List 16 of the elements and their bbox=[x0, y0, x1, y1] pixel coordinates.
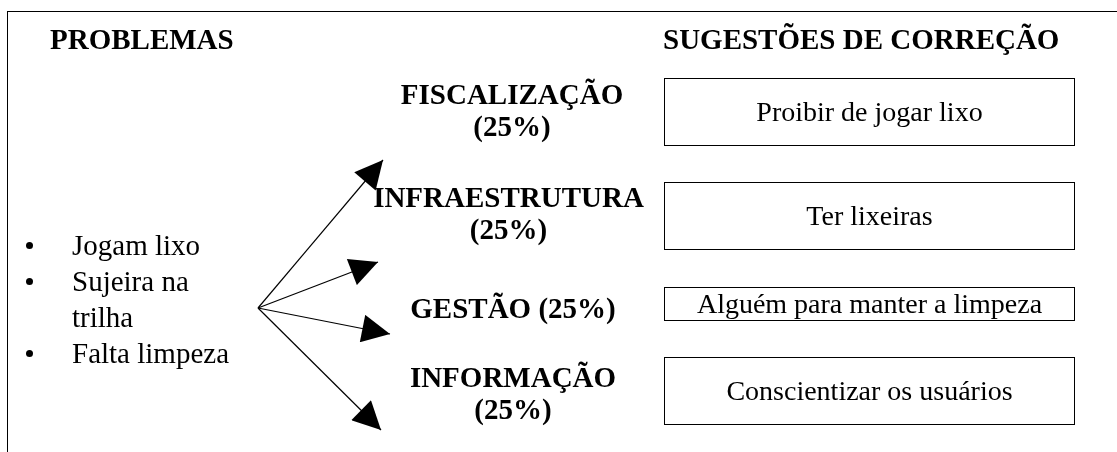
list-item: Falta limpeza bbox=[72, 336, 231, 371]
suggestion-box: Proibir de jogar lixo bbox=[664, 78, 1075, 146]
arrow bbox=[257, 258, 379, 309]
arrow bbox=[257, 307, 391, 343]
category-label: GESTÃO (25%) bbox=[372, 292, 654, 334]
list-item: Jogam lixo bbox=[72, 228, 202, 263]
suggestion-box: Conscientizar os usuários bbox=[664, 357, 1075, 425]
category-label: FISCALIZAÇÃO (25%) bbox=[372, 78, 652, 160]
list-item: Sujeira na trilha bbox=[72, 264, 190, 335]
column-heading: PROBLEMAS bbox=[50, 22, 234, 56]
suggestion-box: Alguém para manter a limpeza bbox=[664, 287, 1075, 321]
suggestion-box: Ter lixeiras bbox=[664, 182, 1075, 250]
category-label: INFRAESTRUTURA (25%) bbox=[366, 181, 651, 262]
category-label: INFORMAÇÃO (25%) bbox=[372, 361, 654, 430]
arrow bbox=[257, 159, 384, 309]
arrow bbox=[257, 307, 382, 431]
